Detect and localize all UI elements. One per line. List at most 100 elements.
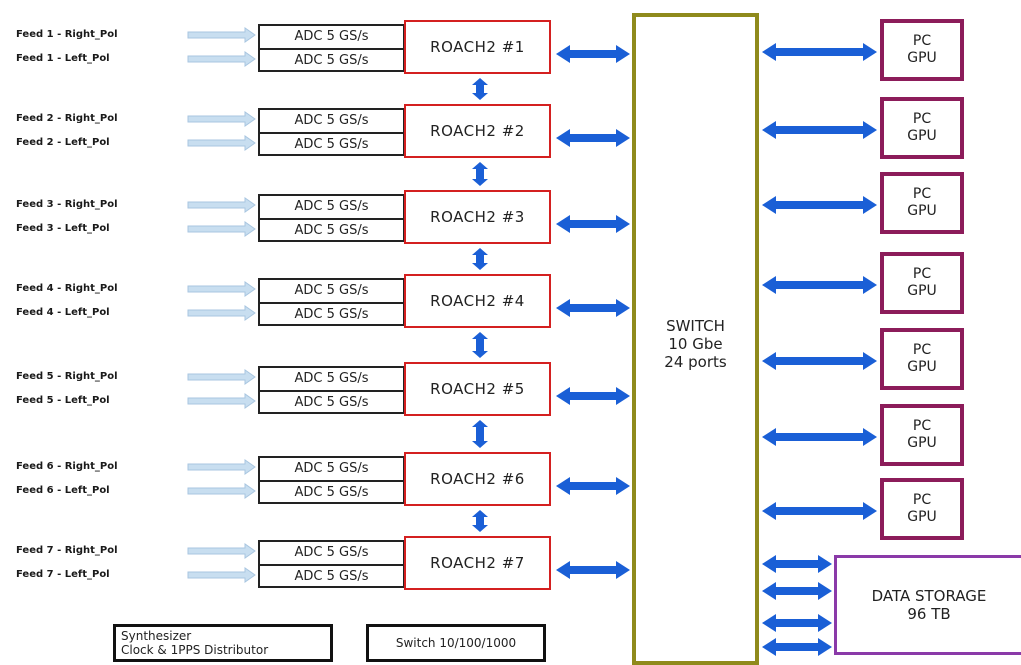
adc-right-label: ADC 5 GS/s [294, 461, 369, 476]
switch-pc-link-arrow [762, 352, 877, 370]
roach2-board: ROACH2 #3 [404, 190, 551, 244]
gpu-label: GPU [907, 203, 937, 219]
feed-left-pol-label: Feed 2 - Left_Pol [16, 137, 110, 148]
roach2-board: ROACH2 #4 [404, 274, 551, 328]
pc-label: PC [912, 111, 932, 127]
pc-label: PC [912, 342, 932, 358]
switch-label-line: 24 ports [664, 353, 727, 371]
feed-right-arrow [187, 111, 256, 127]
feed-right-arrow [187, 281, 256, 297]
roach2-board: ROACH2 #6 [404, 452, 551, 506]
feed-left-arrow [187, 567, 256, 583]
feed-left-arrow [187, 393, 256, 409]
clock-distributor-label: Clock & 1PPS Distributor [121, 643, 269, 657]
switch-storage-link-arrow [762, 582, 832, 600]
synthesizer-label: Synthesizer [121, 629, 192, 643]
feed-left-arrow [187, 221, 256, 237]
roach-interlink-arrow [472, 248, 488, 270]
roach-switch-link-arrow [556, 299, 630, 317]
roach-switch-link-arrow [556, 387, 630, 405]
roach-interlink-arrow [472, 510, 488, 532]
pc-label: PC [912, 33, 932, 49]
gpu-label: GPU [907, 359, 937, 375]
feed-right-pol-label: Feed 6 - Right_Pol [16, 461, 118, 472]
feed-right-pol-label: Feed 2 - Right_Pol [16, 113, 118, 124]
feed-right-arrow [187, 27, 256, 43]
feed-right-pol-label: Feed 7 - Right_Pol [16, 545, 118, 556]
adc-right-label: ADC 5 GS/s [294, 29, 369, 44]
adc-left-label: ADC 5 GS/s [260, 132, 403, 156]
gpu-label: GPU [907, 435, 937, 451]
pc-label: PC [912, 418, 932, 434]
feed-right-arrow [187, 543, 256, 559]
feed-left-pol-label: Feed 1 - Left_Pol [16, 53, 110, 64]
roach-interlink-arrow [472, 332, 488, 358]
switch-label-line: SWITCH [666, 317, 725, 335]
feed-right-pol-label: Feed 1 - Right_Pol [16, 29, 118, 40]
pc-label: PC [912, 492, 932, 508]
switch-1g-legend: Switch 10/100/1000 [366, 624, 546, 662]
adc-left-label: ADC 5 GS/s [260, 390, 403, 414]
feed-right-pol-label: Feed 4 - Right_Pol [16, 283, 118, 294]
roach-switch-link-arrow [556, 45, 630, 63]
adc-right-label: ADC 5 GS/s [294, 371, 369, 386]
adc-left-label: ADC 5 GS/s [260, 48, 403, 72]
feed-right-pol-label: Feed 3 - Right_Pol [16, 199, 118, 210]
roach-switch-link-arrow [556, 215, 630, 233]
switch-pc-link-arrow [762, 196, 877, 214]
roach-interlink-arrow [472, 78, 488, 100]
adc-right-label: ADC 5 GS/s [294, 283, 369, 298]
switch-pc-link-arrow [762, 121, 877, 139]
switch-pc-link-arrow [762, 43, 877, 61]
switch-storage-link-arrow [762, 614, 832, 632]
roach2-board: ROACH2 #2 [404, 104, 551, 158]
adc-right-label: ADC 5 GS/s [294, 545, 369, 560]
adc-left-label: ADC 5 GS/s [260, 480, 403, 504]
pc-label: PC [912, 186, 932, 202]
storage-title: DATA STORAGE [871, 587, 987, 605]
feed-left-arrow [187, 483, 256, 499]
adc-left-label: ADC 5 GS/s [260, 564, 403, 588]
feed-left-pol-label: Feed 7 - Left_Pol [16, 569, 110, 580]
feed-left-pol-label: Feed 5 - Left_Pol [16, 395, 110, 406]
switch-pc-link-arrow [762, 276, 877, 294]
switch-label-line: 10 Gbe [668, 335, 723, 353]
switch-pc-link-arrow [762, 428, 877, 446]
adc-right-label: ADC 5 GS/s [294, 113, 369, 128]
roach-switch-link-arrow [556, 561, 630, 579]
gpu-label: GPU [907, 283, 937, 299]
roach-switch-link-arrow [556, 477, 630, 495]
roach-interlink-arrow [472, 420, 488, 448]
switch-storage-link-arrow [762, 555, 832, 573]
adc-left-label: ADC 5 GS/s [260, 218, 403, 242]
roach-switch-link-arrow [556, 129, 630, 147]
adc-left-label: ADC 5 GS/s [260, 302, 403, 326]
gpu-label: GPU [907, 50, 937, 66]
feed-right-arrow [187, 197, 256, 213]
gpu-label: GPU [907, 128, 937, 144]
switch-storage-link-arrow [762, 638, 832, 656]
roach2-board: ROACH2 #7 [404, 536, 551, 590]
roach2-board: ROACH2 #5 [404, 362, 551, 416]
storage-capacity: 96 TB [907, 605, 951, 623]
feed-right-pol-label: Feed 5 - Right_Pol [16, 371, 118, 382]
roach-interlink-arrow [472, 162, 488, 186]
switch-pc-link-arrow [762, 502, 877, 520]
